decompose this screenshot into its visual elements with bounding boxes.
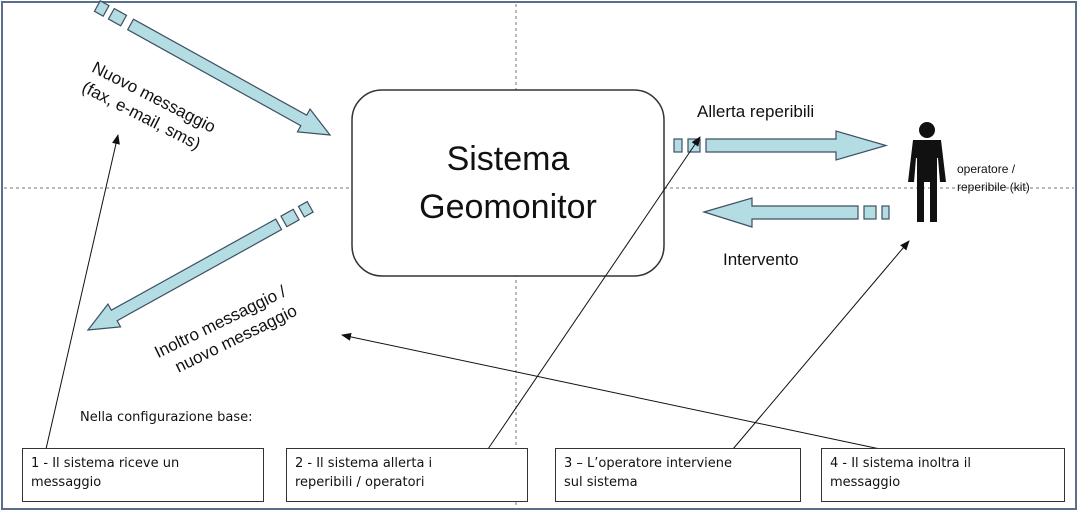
step-box-4: 4 - Il sistema inoltra il messaggio (821, 448, 1065, 502)
step-3-line2: sul sistema (564, 475, 638, 490)
operator-label: operatore / reperibile (kit) (957, 160, 1030, 196)
pointer-step3 (732, 240, 910, 450)
step-2-line2: reperibili / operatori (295, 475, 425, 490)
pointer-step4 (341, 332, 881, 450)
step-2-line1: 2 - Il sistema allerta i (295, 456, 433, 471)
operator-label-line1: operatore / (957, 162, 1016, 176)
step-box-2: 2 - Il sistema allerta i reperibili / op… (286, 448, 528, 502)
intervention-arrow (701, 197, 890, 228)
system-box (351, 89, 665, 277)
alert-arrow (673, 130, 889, 161)
system-title: Sistema Geomonitor (352, 90, 664, 276)
operator-person-icon (908, 122, 946, 222)
step-box-1: 1 - Il sistema riceve un messaggio (22, 448, 264, 502)
system-title-line2: Geomonitor (419, 188, 597, 226)
intervention-label: Intervento (723, 250, 799, 269)
pointer-step2 (487, 136, 701, 450)
step-4-line1: 4 - Il sistema inoltra il (830, 456, 972, 471)
step-4-line2: messaggio (830, 475, 901, 490)
step-3-line1: 3 – L’operatore interviene (564, 456, 732, 471)
step-box-3: 3 – L’operatore interviene sul sistema (555, 448, 801, 502)
step-1-line1: 1 - Il sistema riceve un (31, 456, 180, 471)
base-config-label: Nella configurazione base: (80, 410, 253, 425)
outgoing-message-arrow (86, 200, 314, 331)
incoming-message-arrow (93, 0, 332, 136)
pointer-step1 (45, 134, 120, 450)
step-1-line2: messaggio (31, 475, 102, 490)
alert-label: Allerta reperibili (697, 102, 815, 121)
system-title-line1: Sistema (446, 140, 570, 178)
operator-label-line2: reperibile (kit) (957, 180, 1030, 194)
